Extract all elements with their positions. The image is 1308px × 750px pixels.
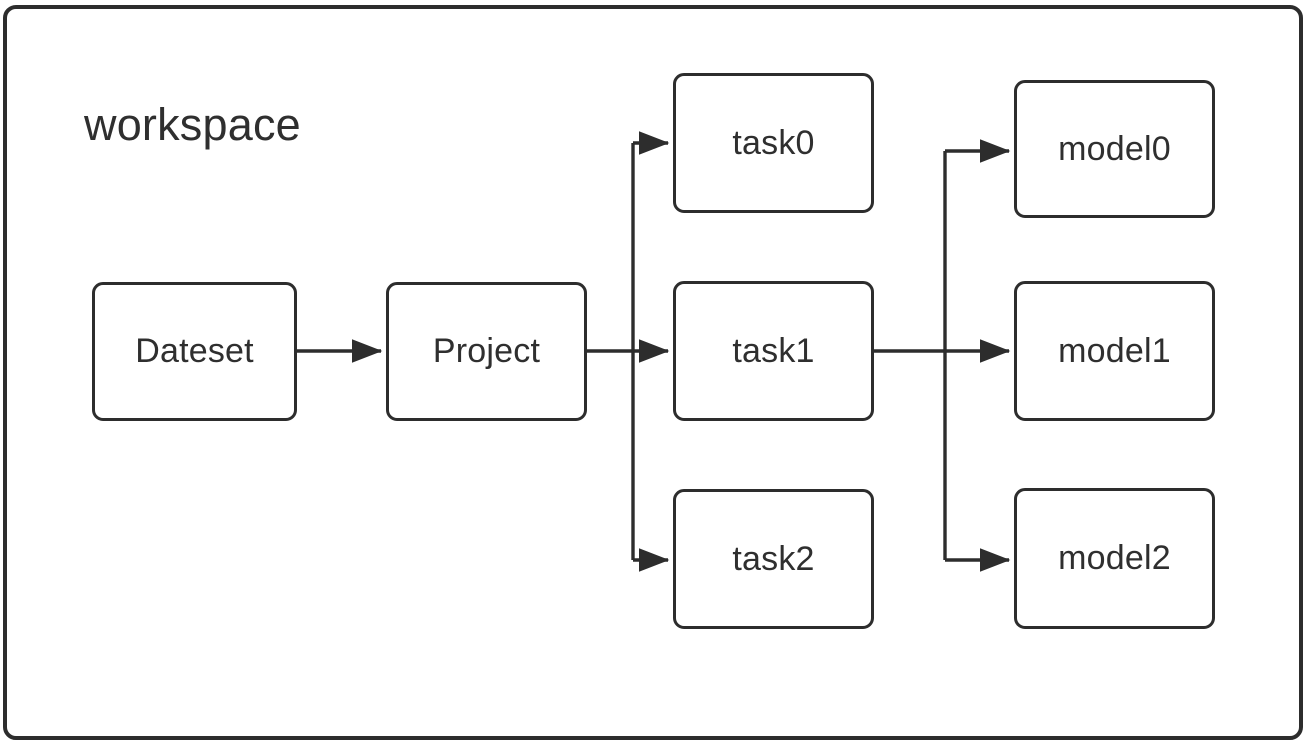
node-project-label: Project: [432, 332, 541, 370]
node-dateset[interactable]: Dateset: [92, 282, 297, 421]
workspace-group-label: workspace: [84, 99, 301, 150]
node-model0-label: model0: [1058, 129, 1171, 168]
node-dateset-label: Dateset: [135, 332, 254, 370]
node-task1[interactable]: task1: [673, 281, 874, 421]
node-task0[interactable]: task0: [673, 73, 874, 213]
node-project[interactable]: Project: [386, 282, 587, 421]
node-model2[interactable]: model2: [1014, 488, 1215, 629]
node-model2-label: model2: [1058, 539, 1171, 577]
node-task0-label: task0: [732, 123, 815, 162]
node-task2[interactable]: task2: [673, 489, 874, 629]
node-model0[interactable]: model0: [1014, 80, 1215, 218]
node-model1-label: model1: [1058, 331, 1171, 370]
node-task2-label: task2: [732, 539, 815, 578]
node-task1-label: task1: [732, 331, 815, 370]
node-model1[interactable]: model1: [1014, 281, 1215, 421]
